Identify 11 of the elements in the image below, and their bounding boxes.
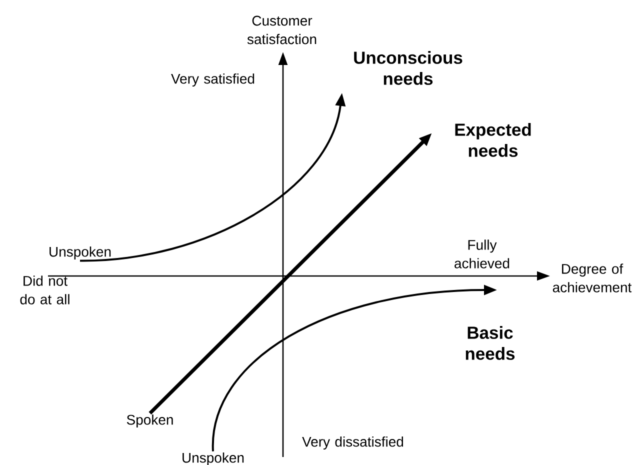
endpoint-label: Spoken	[126, 414, 173, 428]
curve-label: Expected needs	[455, 123, 531, 157]
scale-label: Fully achieved	[454, 240, 510, 268]
axis-title: Degree of achievement	[552, 264, 632, 292]
scale-label: Did not do at all	[20, 276, 70, 304]
endpoint-label: Unspoken	[50, 246, 111, 260]
scale-label: Very satisfied	[171, 73, 254, 86]
axis-title: Customer satisfaction	[247, 16, 316, 44]
curve-label: Basic needs	[466, 326, 515, 360]
curve-label: Unconscious needs	[354, 51, 462, 85]
scale-label: Very dissatisfied	[302, 436, 404, 450]
